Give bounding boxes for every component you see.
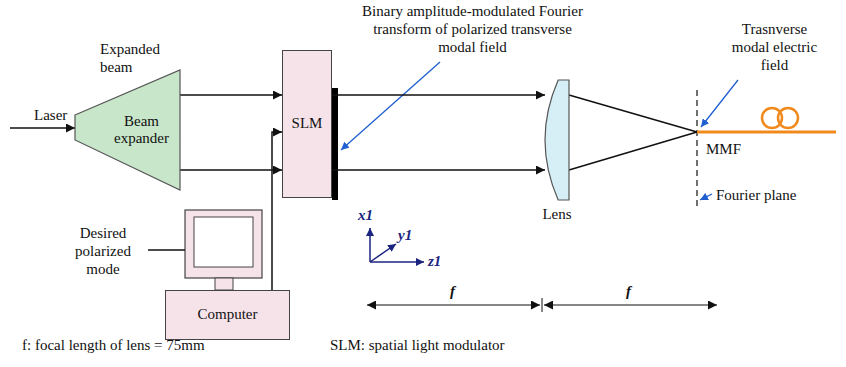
- dimension-label: f: [626, 282, 631, 300]
- lens-shape: [545, 80, 569, 200]
- note: SLM: spatial light modulator: [330, 336, 505, 354]
- beam-connector: [272, 132, 282, 290]
- fiber-coil: [778, 108, 798, 128]
- computer-box: Computer: [165, 290, 290, 340]
- input-line: [148, 249, 185, 251]
- lens-outline: [545, 80, 569, 200]
- fiber: [697, 131, 836, 134]
- dimension-arrow: [367, 304, 540, 305]
- monitor-screen: [194, 217, 253, 267]
- converging-beam: [569, 95, 697, 132]
- node-label: Lens: [542, 206, 571, 223]
- beam-connector: [332, 169, 545, 171]
- dimension-label: f: [450, 282, 455, 300]
- note: f: focal length of lens = 75mm: [22, 336, 205, 354]
- fiber-label: MMF: [706, 140, 741, 158]
- expander-outline: [75, 70, 180, 190]
- axis-z: [370, 261, 424, 263]
- node-label: Beam expander: [107, 113, 176, 148]
- leader-line: [341, 62, 440, 150]
- axis-label: z1: [428, 252, 441, 270]
- source-label: Laser: [34, 106, 67, 124]
- leader-line: [701, 80, 738, 127]
- slm-box: SLM: [282, 50, 332, 198]
- beam-expander: Beam expander: [75, 70, 180, 190]
- callout-text: Trasnverse modal electric field: [722, 20, 827, 74]
- node-label: Computer: [198, 306, 258, 323]
- lens: Lens: [545, 80, 569, 200]
- slm-surface: [332, 88, 338, 200]
- input-label: Desired polarized mode: [62, 224, 144, 278]
- monitor-stand: [215, 278, 233, 290]
- leader-line: [700, 194, 712, 200]
- dimension-tick: [542, 298, 543, 312]
- callout-text: Fourier plane: [716, 186, 796, 204]
- beam-connector: [180, 94, 282, 96]
- beam-connector: [332, 94, 545, 96]
- monitor: [185, 210, 262, 278]
- converging-beam: [569, 132, 697, 170]
- axis-y: [370, 244, 396, 262]
- beam-connector: [180, 169, 282, 171]
- callout-text: Binary amplitude-modulated Fourier trans…: [360, 2, 585, 56]
- fourier-plane: [696, 90, 697, 208]
- laser-beam: [10, 127, 75, 129]
- axis-x: [369, 228, 371, 262]
- dimension-arrow: [544, 304, 717, 305]
- node-label: SLM: [292, 115, 323, 132]
- axis-label: y1: [398, 226, 412, 244]
- axis-label: x1: [358, 206, 373, 224]
- edge-label: Expanded beam: [100, 40, 175, 76]
